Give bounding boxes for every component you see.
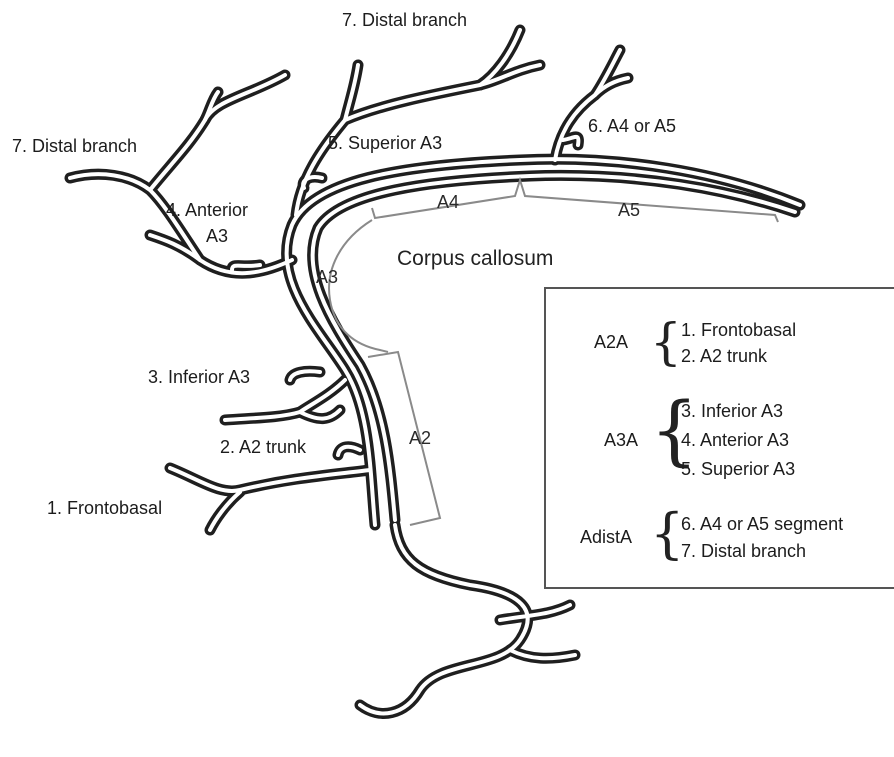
legend-group-adista-name: AdistA — [580, 527, 632, 547]
legend-item: 3. Inferior A3 — [681, 400, 783, 423]
segment-label-a5: A5 — [618, 200, 640, 220]
segment-label-a2: A2 — [409, 428, 431, 448]
legend-group-a3a-name: A3A — [604, 430, 638, 450]
legend-box: A2A { 1. Frontobasal 2. A2 trunk A3A { 3… — [544, 287, 894, 589]
label-distal-branch-left: 7. Distal branch — [12, 136, 137, 156]
label-distal-branch-top: 7. Distal branch — [342, 10, 467, 30]
label-inferior-a3: 3. Inferior A3 — [148, 367, 250, 387]
label-frontobasal: 1. Frontobasal — [47, 498, 162, 518]
legend-item: 6. A4 or A5 segment — [681, 513, 843, 536]
legend-item: 2. A2 trunk — [681, 345, 767, 368]
label-a4-or-a5: 6. A4 or A5 — [588, 116, 676, 136]
label-anterior-a3-line2: A3 — [206, 226, 228, 246]
corpus-callosum-label: Corpus callosum — [397, 247, 553, 271]
segment-label-a3: A3 — [316, 267, 338, 287]
label-anterior-a3-line1: 4. Anterior — [166, 200, 248, 220]
brace-icon: { — [650, 507, 684, 561]
legend-item: 5. Superior A3 — [681, 458, 795, 481]
legend-group-a2a-name: A2A — [594, 332, 628, 352]
legend-item: 4. Anterior A3 — [681, 429, 789, 452]
label-a2-trunk: 2. A2 trunk — [220, 437, 306, 457]
legend-item: 7. Distal branch — [681, 540, 806, 563]
legend-item: 1. Frontobasal — [681, 319, 796, 342]
label-superior-a3: 5. Superior A3 — [328, 133, 442, 153]
segment-label-a4: A4 — [437, 192, 459, 212]
brace-icon: { — [650, 317, 682, 367]
